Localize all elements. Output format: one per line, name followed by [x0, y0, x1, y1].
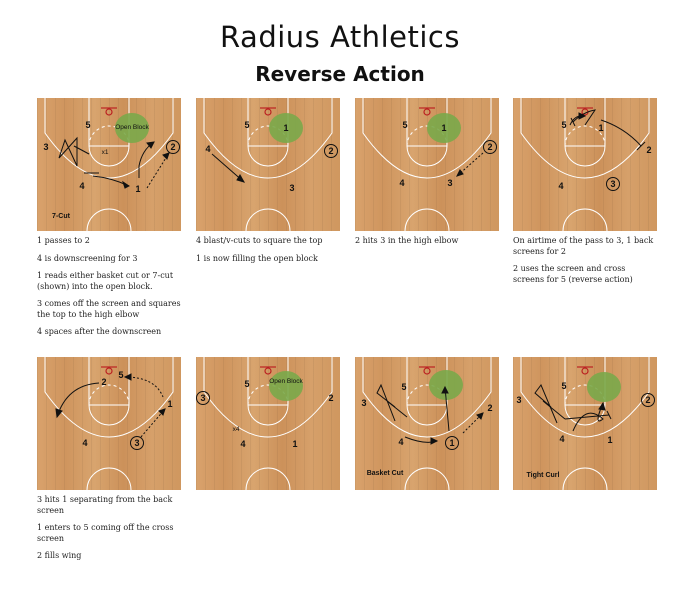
defender-x4: x4	[233, 426, 240, 433]
player-5: 5	[85, 120, 90, 130]
player-2: 2	[170, 142, 175, 152]
notes-diagram-2: 4 blast/v-cuts to square the top 1 is no…	[196, 236, 346, 271]
note: 4 spaces after the downscreen	[37, 327, 162, 336]
defender-x1: x1	[102, 149, 109, 156]
player-3: 3	[516, 395, 521, 405]
notes-diagram-5: 3 hits 1 separating from the back screen…	[37, 495, 187, 569]
court-diagram-1: 5 3 4 1 2 x1 Open Block 7-Cut	[37, 98, 181, 231]
player-4: 4	[240, 439, 245, 449]
player-4: 4	[399, 178, 404, 188]
note: 1 is now filling the open block	[196, 253, 318, 263]
player-2: 2	[646, 145, 651, 155]
court-diagram-5: 2 5 1 4 3	[37, 357, 181, 490]
player-5: 5	[244, 120, 249, 130]
player-1: 1	[449, 438, 454, 448]
player-3: 3	[289, 183, 294, 193]
note: 1 enters to 5 coming off the cross scree…	[37, 523, 174, 543]
note: 2 uses the screen and cross screens for …	[513, 264, 633, 284]
player-5: 5	[118, 370, 123, 380]
player-5: 5	[561, 381, 566, 391]
player-1: 1	[135, 184, 140, 194]
player-3: 3	[610, 179, 615, 189]
play-caption: Tight Curl	[527, 472, 560, 479]
note: 4 blast/v-cuts to square the top	[196, 236, 323, 245]
player-3: 3	[200, 393, 205, 403]
court-diagram-7: 5 3 2 4 1 Basket Cut	[355, 357, 499, 490]
player-4: 4	[79, 181, 84, 191]
player-3: 3	[43, 142, 48, 152]
page-subtitle: Reverse Action	[255, 62, 425, 86]
open-block-label: Open Block	[115, 124, 149, 131]
player-4: 4	[205, 144, 210, 154]
note: 1 reads either basket cut or 7-cut (show…	[37, 271, 174, 291]
player-5: 5	[402, 120, 407, 130]
player-1: 1	[598, 123, 603, 133]
player-2: 2	[328, 146, 333, 156]
player-1: 1	[441, 123, 446, 133]
notes-diagram-1: 1 passes to 2 4 is downscreening for 3 1…	[37, 236, 187, 345]
player-1: 1	[167, 399, 172, 409]
player-2: 2	[101, 377, 106, 387]
player-2: 2	[487, 142, 492, 152]
notes-diagram-3: 2 hits 3 in the high elbow	[355, 236, 505, 254]
court-diagram-2: 5 1 2 4 3	[196, 98, 340, 231]
note: 2 hits 3 in the high elbow	[355, 236, 459, 245]
player-4: 4	[559, 434, 564, 444]
play-caption: Basket Cut	[367, 470, 404, 477]
player-4: 4	[82, 438, 87, 448]
note: 3 comes off the screen and squares the t…	[37, 299, 181, 319]
player-3: 3	[134, 438, 139, 448]
court-diagram-3: 5 1 2 4 3	[355, 98, 499, 231]
open-block-label: Open Block	[269, 378, 303, 385]
player-5: 5	[401, 382, 406, 392]
player-3: 3	[447, 178, 452, 188]
player-2: 2	[487, 403, 492, 413]
player-2: 2	[645, 395, 650, 405]
player-4: 4	[398, 437, 403, 447]
note: 2 fills wing	[37, 551, 82, 560]
court-diagram-4: 5 1 2 4 3	[513, 98, 657, 231]
player-1: 1	[607, 435, 612, 445]
play-caption: 7-Cut	[52, 213, 71, 220]
note: On airtime of the pass to 3, 1 back scre…	[513, 236, 654, 256]
player-3: 3	[361, 398, 366, 408]
player-1: 1	[283, 123, 288, 133]
player-5: 5	[244, 379, 249, 389]
player-2: 2	[328, 393, 333, 403]
notes-diagram-4: On airtime of the pass to 3, 1 back scre…	[513, 236, 659, 292]
note: 3 hits 1 separating from the back screen	[37, 495, 173, 515]
court-diagram-6: 5 3 2 4 1 x4 Open Block	[196, 357, 340, 490]
player-4: 4	[558, 181, 563, 191]
player-5: 5	[561, 120, 566, 130]
note: 1 passes to 2	[37, 236, 90, 245]
page-title: Radius Athletics	[220, 20, 460, 54]
player-1: 1	[292, 439, 297, 449]
court-diagram-8: 5 3 2 4 1 Tight Curl	[513, 357, 657, 490]
note: 4 is downscreening for 3	[37, 253, 138, 263]
